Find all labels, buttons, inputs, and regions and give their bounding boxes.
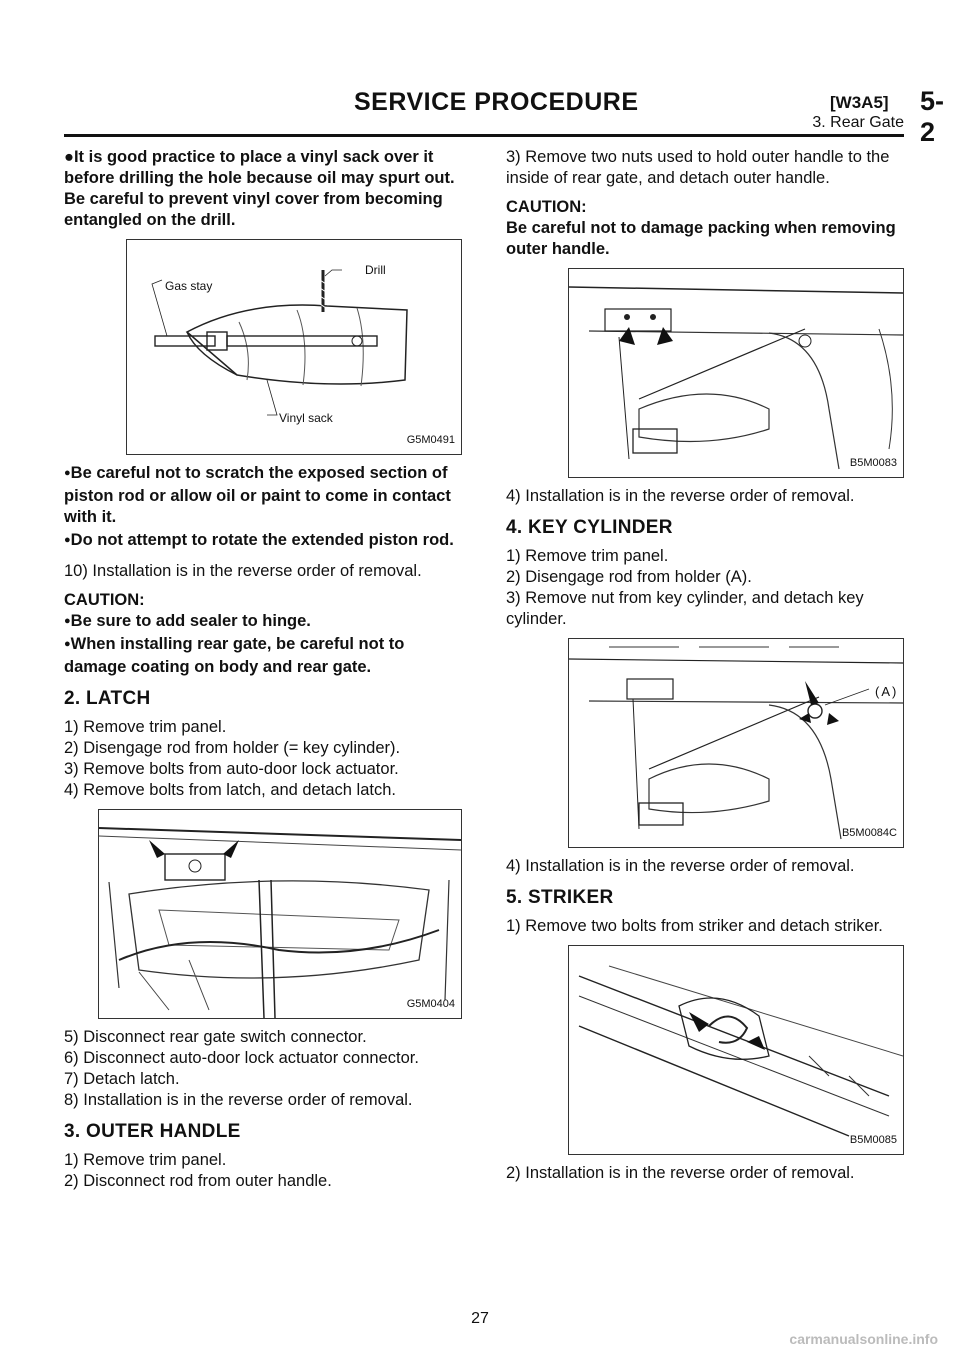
step: 4) Remove bolts from latch, and detach l…	[64, 781, 396, 799]
figure-label: B5M0084C	[841, 827, 897, 839]
bullet-icon	[64, 635, 71, 653]
heading-outer-handle: 3. OUTER HANDLE	[64, 1121, 241, 1142]
step-3-outer-handle: 3) Remove two nuts used to hold outer ha…	[506, 148, 890, 187]
callout-drill: Drill	[365, 263, 386, 277]
step: 2) Disconnect rod from outer handle.	[64, 1172, 332, 1190]
step: 1) Remove trim panel.	[64, 1151, 227, 1169]
caution-label: CAUTION:	[506, 198, 587, 216]
note-rotate: Do not attempt to rotate the extended pi…	[64, 530, 462, 553]
key-cylinder-steps: 1) Remove trim panel. 2) Disengage rod f…	[506, 546, 904, 630]
bullet-icon	[64, 531, 71, 549]
heading-latch: 2. LATCH	[64, 688, 151, 709]
page-number: 27	[471, 1310, 489, 1327]
step: 3) Remove bolts from auto-door lock actu…	[64, 760, 399, 778]
heading-striker: 5. STRIKER	[506, 887, 614, 908]
page-title: SERVICE PROCEDURE	[354, 88, 639, 116]
step: 5) Disconnect rear gate switch connector…	[64, 1028, 367, 1046]
caution-label: CAUTION:	[64, 591, 145, 609]
caution-packing: Be careful not to damage packing when re…	[506, 219, 896, 258]
page-header: SERVICE PROCEDURE [W3A5] 5-2 3. Rear Gat…	[64, 0, 944, 147]
caution-text: When installing rear gate, be careful no…	[64, 635, 405, 676]
step-1-striker: 1) Remove two bolts from striker and det…	[506, 917, 883, 935]
header-rule	[64, 134, 904, 137]
step-4-outer-handle: 4) Installation is in the reverse order …	[506, 487, 855, 505]
caution-text: Be sure to add sealer to hinge.	[70, 612, 311, 630]
bullet-icon	[64, 612, 71, 630]
figure-label: B5M0083	[849, 457, 897, 469]
left-column: ●It is good practice to place a vinyl sa…	[64, 147, 462, 1200]
callout-holder-a: (A)	[875, 684, 899, 699]
latch-illustration	[99, 827, 461, 1018]
figure-latch: G5M0404	[98, 809, 462, 1019]
outer-handle-steps: 1) Remove trim panel. 2) Disconnect rod …	[64, 1150, 462, 1192]
striker-illustration	[578, 965, 903, 1137]
caution-sealer: Be sure to add sealer to hinge.	[64, 611, 462, 634]
callout-vinyl-sack: Vinyl sack	[279, 411, 333, 425]
step-4-key-cylinder: 4) Installation is in the reverse order …	[506, 857, 855, 875]
section-subtitle: 3. Rear Gate	[812, 114, 904, 131]
latch-steps-continued: 5) Disconnect rear gate switch connector…	[64, 1027, 462, 1111]
gas-stay-illustration	[151, 269, 408, 416]
caution-coating: When installing rear gate, be careful no…	[64, 634, 462, 678]
section-number: 5-2	[920, 86, 945, 147]
caution-vinyl-sack: ●It is good practice to place a vinyl sa…	[64, 148, 455, 229]
step: 3) Remove nut from key cylinder, and det…	[506, 589, 864, 628]
figure-striker: B5M0085	[568, 945, 904, 1155]
callout-gas-stay: Gas stay	[165, 279, 213, 293]
figure-label: G5M0491	[406, 434, 455, 446]
step: 7) Detach latch.	[64, 1070, 180, 1088]
step-2-striker: 2) Installation is in the reverse order …	[506, 1164, 855, 1182]
watermark: carmanualsonline.info	[789, 1331, 938, 1347]
latch-steps: 1) Remove trim panel. 2) Disengage rod f…	[64, 717, 462, 801]
bullet-icon	[64, 464, 71, 482]
key-cylinder-illustration	[569, 646, 903, 840]
figure-gas-stay: Gas stay Drill Vinyl sack G5M0491	[126, 239, 462, 455]
step-10: 10) Installation is in the reverse order…	[64, 562, 422, 580]
figure-key-cylinder: (A) B5M0084C	[568, 638, 904, 848]
step: 8) Installation is in the reverse order …	[64, 1091, 413, 1109]
figure-label: G5M0404	[406, 998, 455, 1010]
note-text: Do not attempt to rotate the extended pi…	[70, 531, 454, 549]
figure-outer-handle: B5M0083	[568, 268, 904, 478]
right-column: 3) Remove two nuts used to hold outer ha…	[506, 147, 904, 1192]
step: 6) Disconnect auto-door lock actuator co…	[64, 1049, 419, 1067]
step: 2) Disengage rod from holder (= key cyli…	[64, 739, 401, 757]
figure-label: B5M0085	[849, 1134, 897, 1146]
note-piston-rod: Be careful not to scratch the exposed se…	[64, 463, 462, 528]
step: 2) Disengage rod from holder (A).	[506, 568, 752, 586]
procedure-code: [W3A5]	[830, 93, 889, 112]
step: 1) Remove trim panel.	[506, 547, 669, 565]
note-text: Be careful not to scratch the exposed se…	[64, 464, 451, 526]
heading-key-cylinder: 4. KEY CYLINDER	[506, 517, 673, 538]
step: 1) Remove trim panel.	[64, 718, 227, 736]
outer-handle-illustration	[569, 286, 903, 470]
